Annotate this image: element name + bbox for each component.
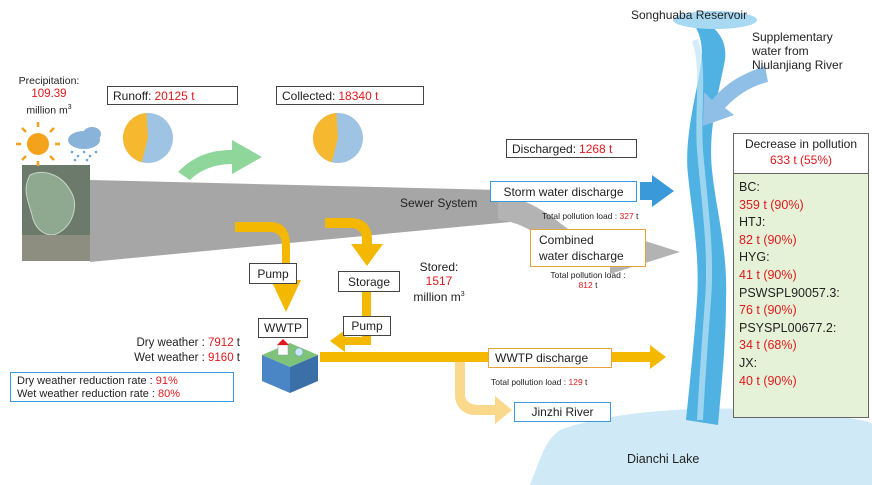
pollution-list: BC: 359 t (90%) HTJ: 82 t (90%) HYG: 41 … <box>734 174 868 390</box>
pollution-item-name: PSWSPL90057.3: <box>739 285 840 300</box>
river <box>680 14 727 425</box>
jinzhi-river-box: Jinzhi River <box>514 402 611 422</box>
precipitation-unit: million m3 <box>26 104 72 117</box>
supplementary-water-label: Supplementary water from Niulanjiang Riv… <box>752 30 843 72</box>
pollution-item-value: 40 t (90%) <box>739 373 797 388</box>
stored-block: Stored: 1517 million m3 <box>406 260 472 304</box>
dianchi-lake <box>530 408 872 485</box>
discharged-box: Discharged: 1268 t <box>506 139 637 158</box>
songhuaba-reservoir <box>673 11 757 29</box>
stored-unit: million m3 <box>413 290 465 304</box>
pump-box-2: Pump <box>343 316 391 336</box>
pollution-item-name: HYG: <box>739 250 770 265</box>
storm-water-discharge-box: Storm water discharge <box>490 181 637 202</box>
runoff-pie <box>123 113 173 163</box>
wwtp-box: WWTP <box>258 318 308 338</box>
storm-arrow <box>640 175 674 207</box>
sewer-system-label: Sewer System <box>400 196 478 210</box>
storage-box: Storage <box>338 271 400 292</box>
supplementary-arrow <box>703 66 768 126</box>
pollution-total: 633 t (55%) <box>769 153 833 167</box>
sewer-flow <box>90 180 510 262</box>
pollution-item-name: JX: <box>739 355 758 370</box>
pollution-title: Decrease in pollution <box>744 137 858 151</box>
songhuaba-reservoir-label: Songhuaba Reservoir <box>631 8 748 22</box>
pump-box-1: Pump <box>249 263 297 284</box>
pump-flow <box>235 222 301 312</box>
collected-pie <box>313 113 363 163</box>
wwtp-icon <box>262 339 318 393</box>
pollution-item-value: 82 t (90%) <box>739 232 797 247</box>
storage-flow <box>325 218 383 266</box>
runoff-box: Runoff: 20125 t <box>107 86 238 105</box>
pollution-item-value: 34 t (68%) <box>739 338 797 353</box>
wwtp-pollution-load: Total pollution load : 129 t <box>491 377 588 387</box>
wwtp-discharge-box: WWTP discharge <box>488 348 612 368</box>
combined-pollution-load: Total pollution load : 812 t <box>550 270 626 290</box>
combined-water-discharge-box: Combined water discharge <box>530 229 646 267</box>
pollution-item-value: 359 t (90%) <box>739 197 804 212</box>
pollution-item-name: HTJ: <box>739 215 766 230</box>
green-arrow <box>178 140 262 180</box>
weather-block: Dry weather : 7912 t Wet weather : 9160 … <box>134 337 240 364</box>
dianchi-lake-label: Dianchi Lake <box>627 452 700 466</box>
stored-label: Stored: <box>419 260 459 274</box>
jinzhi-flow <box>455 362 512 424</box>
pollution-item-value: 41 t (90%) <box>739 267 797 282</box>
precipitation-block: Precipitation: 109.39 million m3 <box>17 75 81 118</box>
sun-icon <box>16 122 60 166</box>
pollution-decrease-header: Decrease in pollution 633 t (55%) <box>734 134 868 174</box>
pollution-decrease-panel: Decrease in pollution 633 t (55%) BC: 35… <box>733 133 869 418</box>
pollution-item-value: 76 t (90%) <box>739 303 797 318</box>
pollution-item-name: PSYSPL00677.2: <box>739 320 837 335</box>
reduction-rate-box: Dry weather reduction rate : 91% Wet wea… <box>10 372 234 402</box>
pollution-item-name: BC: <box>739 180 760 194</box>
collected-box: Collected: 18340 t <box>276 86 424 105</box>
storm-pollution-load: Total pollution load : 327 t <box>542 211 639 221</box>
precipitation-label: Precipitation: <box>18 75 80 87</box>
stored-value: 1517 <box>425 274 453 288</box>
rain-cloud-icon <box>68 127 101 162</box>
precipitation-value: 109.39 <box>31 88 67 100</box>
